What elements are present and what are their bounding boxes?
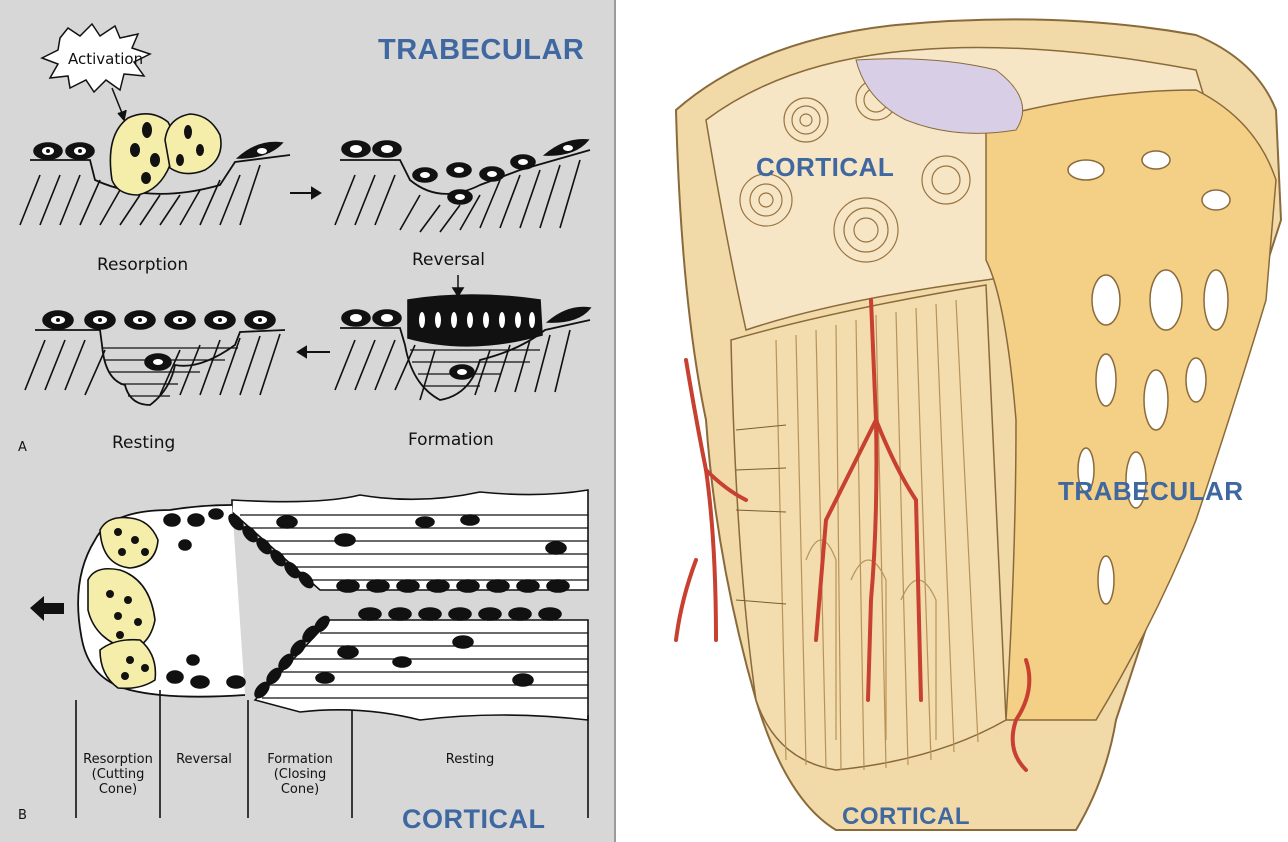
activation-label: Activation — [68, 50, 144, 68]
zone-formation-label: Formation (Closing Cone) — [267, 752, 333, 797]
bone-cross-section-illustration — [674, 18, 1283, 831]
resorption-diagram — [19, 22, 291, 226]
arrow-formation-to-resting — [296, 345, 330, 359]
formation-diagram — [334, 294, 592, 401]
cortical-top-label: CORTICAL — [756, 152, 895, 182]
arrow-resorption-to-reversal — [290, 186, 322, 200]
zone-resorption-label: Resorption (Cutting Cone) — [83, 752, 153, 797]
trabecular-label: TRABECULAR — [1058, 476, 1244, 506]
cortical-title: CORTICAL — [402, 804, 546, 834]
cortical-bottom-label: CORTICAL — [842, 803, 970, 830]
schematic-drawing — [19, 22, 592, 818]
reversal-label: Reversal — [412, 250, 486, 270]
zone-resting-label: Resting — [445, 752, 495, 767]
bone-remodeling-schematic-panel: TRABECULAR Activation Resorption Reversa… — [0, 0, 616, 842]
trabecular-title: TRABECULAR — [378, 34, 585, 66]
formation-label: Formation — [408, 430, 494, 450]
reversal-diagram — [334, 138, 591, 298]
resorption-label: Resorption — [97, 255, 189, 275]
resting-label: Resting — [112, 433, 176, 453]
bone-anatomy-illustration-panel: CORTICAL TRABECULAR CORTICAL — [636, 0, 1288, 842]
panel-a-letter: A — [18, 440, 27, 455]
zone-reversal-label: Reversal — [176, 752, 232, 767]
cortical-bmu-diagram — [30, 489, 589, 818]
resting-diagram — [24, 310, 286, 406]
panel-b-letter: B — [18, 808, 27, 823]
